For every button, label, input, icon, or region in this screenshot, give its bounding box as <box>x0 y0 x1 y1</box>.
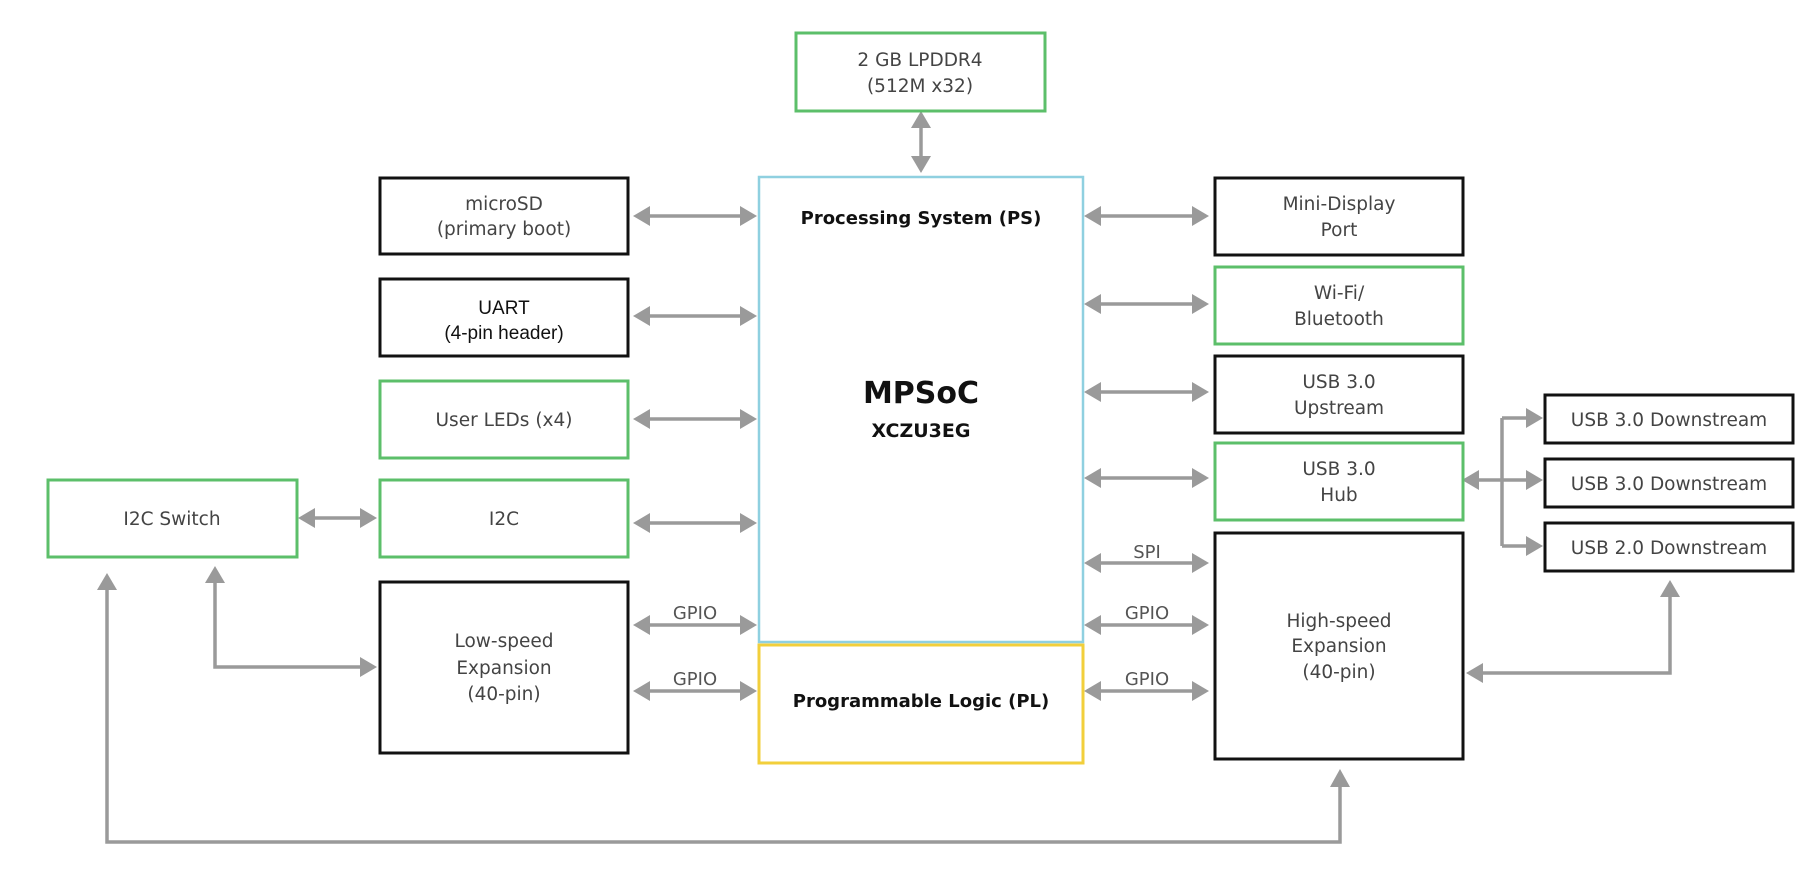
i2c-label: I2C <box>489 509 519 530</box>
bus-label-gpio: GPIO <box>673 603 717 624</box>
processing-system-block: Processing System (PS) MPSoC XCZU3EG <box>757 175 1085 644</box>
mpsoc-part: XCZU3EG <box>872 420 971 442</box>
high-speed-expansion-block: High-speed Expansion (40-pin) <box>1213 531 1465 761</box>
user-leds-block: User LEDs (x4) <box>378 379 630 460</box>
bus-label-gpio: GPIO <box>1125 603 1169 624</box>
lpddr4-block: 2 GB LPDDR4 (512M x32) <box>794 31 1047 113</box>
usb-hub-line-2: Hub <box>1320 485 1357 506</box>
mini-displayport-block: Mini-Display Port <box>1213 176 1465 257</box>
bus-label-gpio: GPIO <box>673 669 717 690</box>
arrow-microsd-ps <box>633 206 757 226</box>
wifi-line-1: Wi-Fi/ <box>1314 283 1365 304</box>
lpddr4-line-2: (512M x32) <box>867 76 973 97</box>
high-speed-line-2: Expansion <box>1291 636 1386 657</box>
arrow-ps-usbup <box>1084 382 1209 402</box>
arrow-switch-lowspeed <box>205 566 377 677</box>
usb-upstream-block: USB 3.0 Upstream <box>1213 354 1465 435</box>
uart-line-1: UART <box>478 298 530 319</box>
wifi-bluetooth-block: Wi-Fi/ Bluetooth <box>1213 265 1465 346</box>
low-speed-line-2: Expansion <box>456 658 551 679</box>
ps-label: Processing System (PS) <box>801 208 1042 229</box>
low-speed-expansion-block: Low-speed Expansion (40-pin) <box>378 580 630 755</box>
arrow-ps-usbhub <box>1084 468 1209 488</box>
connectors <box>97 111 1680 844</box>
mini-dp-line-1: Mini-Display <box>1283 194 1396 215</box>
arrow-ls-gpio-pl <box>633 681 757 701</box>
i2c-block: I2C <box>378 478 630 559</box>
microsd-line-1: microSD <box>465 194 543 215</box>
usb-down-2-label: USB 3.0 Downstream <box>1571 474 1767 495</box>
arrow-ps-minidp <box>1084 206 1209 226</box>
arrow-ls-gpio-ps <box>633 615 757 635</box>
i2c-switch-block: I2C Switch <box>46 478 299 559</box>
usb-hub-block: USB 3.0 Hub <box>1213 441 1465 522</box>
uart-block: UART (4-pin header) <box>378 277 630 358</box>
usb-down-1-label: USB 3.0 Downstream <box>1571 410 1767 431</box>
usb-up-line-1: USB 3.0 <box>1302 372 1375 393</box>
arrow-hub-downstream <box>1462 408 1543 556</box>
low-speed-line-1: Low-speed <box>455 631 554 652</box>
usb-downstream-2-block: USB 3.0 Downstream <box>1543 457 1795 509</box>
bus-label-gpio: GPIO <box>1125 669 1169 690</box>
arrow-hs-gpio-pl <box>1084 681 1209 701</box>
usb-up-line-2: Upstream <box>1294 398 1384 419</box>
usb-downstream-3-block: USB 2.0 Downstream <box>1543 521 1795 573</box>
uart-line-2: (4-pin header) <box>444 323 563 344</box>
microsd-line-2: (primary boot) <box>437 219 571 240</box>
arrow-switch-highspeed <box>97 573 1350 844</box>
mini-dp-line-2: Port <box>1321 220 1358 241</box>
arrow-spi <box>1084 553 1209 573</box>
arrow-uart-ps <box>633 306 757 326</box>
arrow-i2c-ps <box>633 513 757 533</box>
usb-down-3-label: USB 2.0 Downstream <box>1571 538 1767 559</box>
usb-hub-line-1: USB 3.0 <box>1302 459 1375 480</box>
usb-downstream-1-block: USB 3.0 Downstream <box>1543 393 1795 445</box>
pl-label: Programmable Logic (PL) <box>793 691 1049 712</box>
mpsoc-title: MPSoC <box>863 376 979 411</box>
user-leds-label: User LEDs (x4) <box>436 410 573 431</box>
bus-label-spi: SPI <box>1133 542 1161 563</box>
arrow-hs-gpio-ps <box>1084 615 1209 635</box>
bus-labels: GPIO GPIO SPI GPIO GPIO <box>673 542 1169 690</box>
arrow-switch-i2c <box>298 508 377 528</box>
i2c-switch-label: I2C Switch <box>123 509 220 530</box>
lpddr4-line-1: 2 GB LPDDR4 <box>857 50 982 71</box>
arrow-lpddr4-ps <box>911 111 931 173</box>
arrow-leds-ps <box>633 409 757 429</box>
arrow-ps-wifi <box>1084 294 1209 314</box>
wifi-line-2: Bluetooth <box>1294 309 1384 330</box>
microsd-block: microSD (primary boot) <box>378 176 630 256</box>
low-speed-line-3: (40-pin) <box>467 684 540 705</box>
programmable-logic-block: Programmable Logic (PL) <box>757 643 1085 765</box>
high-speed-line-3: (40-pin) <box>1302 662 1375 683</box>
arrow-usb2-highspeed <box>1466 580 1680 683</box>
high-speed-line-1: High-speed <box>1286 611 1391 632</box>
